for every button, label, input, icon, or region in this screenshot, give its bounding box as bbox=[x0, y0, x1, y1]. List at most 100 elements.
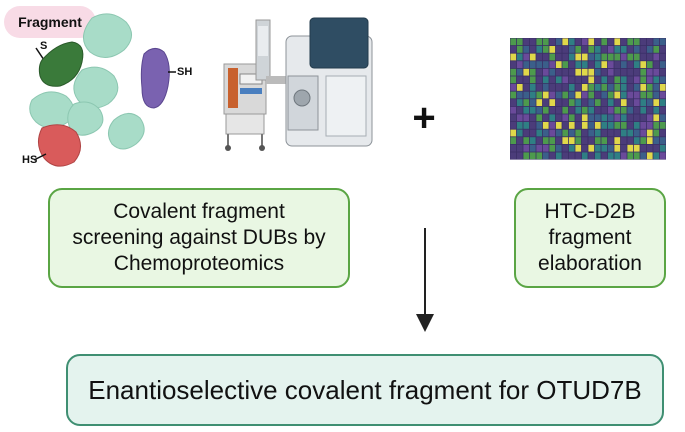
heatmap-cell bbox=[581, 137, 588, 144]
heatmap-cell bbox=[607, 144, 614, 152]
heatmap-cell bbox=[575, 106, 582, 114]
heatmap-cell bbox=[653, 38, 660, 46]
heatmap-cell bbox=[568, 152, 575, 160]
heatmap-cell bbox=[529, 129, 536, 137]
heatmap-cell bbox=[640, 84, 647, 91]
heatmap-cell bbox=[653, 76, 660, 84]
heatmap-cell bbox=[516, 53, 523, 61]
heatmap-cell bbox=[562, 61, 569, 68]
heatmap-cell bbox=[627, 152, 634, 160]
heatmap-cell bbox=[659, 152, 666, 160]
heatmap-cell bbox=[659, 53, 666, 61]
heatmap-cell bbox=[529, 84, 536, 91]
heatmap-cell bbox=[536, 137, 543, 144]
heatmap-cell bbox=[562, 46, 569, 53]
heatmap-cell bbox=[640, 122, 647, 129]
heatmap-cell bbox=[549, 137, 556, 144]
heatmap-cell bbox=[659, 99, 666, 106]
heatmap-cell bbox=[627, 68, 634, 76]
heatmap-cell bbox=[607, 137, 614, 144]
heatmap-cell bbox=[523, 99, 530, 106]
heatmap-cell bbox=[555, 38, 562, 46]
protein-blob-mint-2 bbox=[73, 66, 119, 109]
heatmap-cell bbox=[575, 61, 582, 68]
heatmap-cell bbox=[555, 46, 562, 53]
heatmap-cell bbox=[542, 99, 549, 106]
heatmap-cell bbox=[594, 144, 601, 152]
heatmap-cell bbox=[614, 38, 621, 46]
heatmap-cell bbox=[562, 122, 569, 129]
heatmap-cell bbox=[646, 61, 653, 68]
heatmap-cell bbox=[588, 76, 595, 84]
heatmap-cell bbox=[646, 114, 653, 122]
heatmap-cell bbox=[549, 61, 556, 68]
heatmap-cell bbox=[646, 68, 653, 76]
heatmap-cell bbox=[542, 46, 549, 53]
heatmap-cell bbox=[516, 129, 523, 137]
heatmap-cell bbox=[601, 91, 608, 99]
heatmap-cell bbox=[542, 76, 549, 84]
heatmap-cell bbox=[568, 53, 575, 61]
heatmap-cell bbox=[581, 84, 588, 91]
heatmap-cell bbox=[614, 106, 621, 114]
heatmap-cell bbox=[510, 144, 517, 152]
heatmap-cell bbox=[523, 152, 530, 160]
heatmap-cell bbox=[529, 46, 536, 53]
heatmap-cell bbox=[555, 114, 562, 122]
heatmap-cell bbox=[601, 61, 608, 68]
heatmap-cell bbox=[510, 114, 517, 122]
heatmap-cell bbox=[516, 38, 523, 46]
heatmap-cell bbox=[614, 76, 621, 84]
heatmap-cell bbox=[627, 38, 634, 46]
heatmap-cell bbox=[653, 68, 660, 76]
heatmap-cell bbox=[555, 122, 562, 129]
heatmap-cell bbox=[601, 99, 608, 106]
heatmap-cell bbox=[653, 106, 660, 114]
heatmap-cell bbox=[549, 152, 556, 160]
heatmap-cell bbox=[523, 53, 530, 61]
heatmap-cell bbox=[601, 76, 608, 84]
heatmap-cell bbox=[646, 99, 653, 106]
heatmap-cell bbox=[542, 68, 549, 76]
heatmap-cell bbox=[555, 53, 562, 61]
heatmap-cell bbox=[510, 106, 517, 114]
heatmap-cell bbox=[549, 38, 556, 46]
heatmap-cell bbox=[594, 38, 601, 46]
heatmap-cell bbox=[562, 106, 569, 114]
heatmap-cell bbox=[581, 61, 588, 68]
heatmap-cell bbox=[581, 99, 588, 106]
heatmap-cell bbox=[542, 53, 549, 61]
heatmap-cell bbox=[607, 84, 614, 91]
heatmap-cell bbox=[568, 84, 575, 91]
heatmap-cell bbox=[659, 84, 666, 91]
heatmap-cell bbox=[646, 152, 653, 160]
heatmap-cell bbox=[575, 152, 582, 160]
heatmap-cell bbox=[529, 61, 536, 68]
heatmap-cell bbox=[549, 114, 556, 122]
heatmap-cell bbox=[601, 46, 608, 53]
heatmap-cell bbox=[516, 99, 523, 106]
heatmap-cell bbox=[607, 61, 614, 68]
heatmap-cell bbox=[607, 129, 614, 137]
heatmap-cell bbox=[555, 84, 562, 91]
heatmap-cell bbox=[549, 99, 556, 106]
heatmap-cell bbox=[633, 137, 640, 144]
heatmap-cell bbox=[536, 46, 543, 53]
heatmap-cell bbox=[510, 84, 517, 91]
heatmap-cell bbox=[536, 91, 543, 99]
heatmap-cell bbox=[581, 46, 588, 53]
heatmap-cell bbox=[588, 137, 595, 144]
heatmap-cell bbox=[549, 122, 556, 129]
heatmap-cell bbox=[607, 53, 614, 61]
heatmap-cell bbox=[529, 106, 536, 114]
heatmap-cell bbox=[653, 61, 660, 68]
heatmap-cell bbox=[510, 38, 517, 46]
heatmap-cell bbox=[529, 76, 536, 84]
protein-blob-mint-4 bbox=[67, 101, 104, 136]
heatmap-cell bbox=[594, 99, 601, 106]
heatmap-cell bbox=[633, 38, 640, 46]
heatmap-cell bbox=[601, 122, 608, 129]
heatmap-cell bbox=[536, 76, 543, 84]
heatmap-cell bbox=[568, 61, 575, 68]
heatmap-cell bbox=[633, 114, 640, 122]
